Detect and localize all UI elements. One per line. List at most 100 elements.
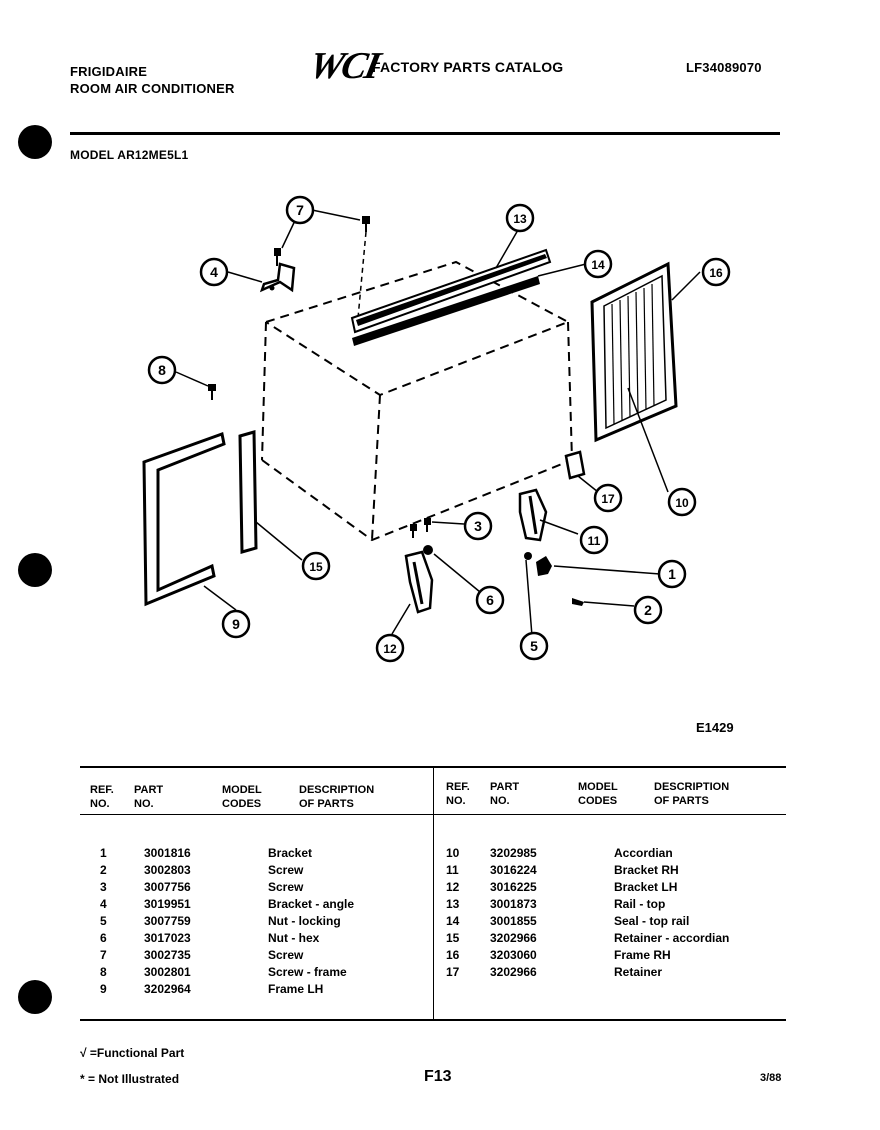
bracket-lh-part bbox=[404, 550, 434, 614]
callout-17: 17 bbox=[593, 483, 623, 513]
cell-desc: Bracket bbox=[268, 846, 313, 860]
callout-label: 16 bbox=[709, 266, 723, 280]
left-ref-header: REF.NO. bbox=[90, 784, 114, 810]
figure-id: E1429 bbox=[696, 720, 734, 735]
callout-label: 6 bbox=[486, 592, 494, 608]
bracket-rh-part bbox=[518, 488, 548, 542]
cell-ref: 1 bbox=[100, 846, 107, 860]
callout-4: 4 bbox=[199, 257, 229, 287]
callout-9: 9 bbox=[221, 609, 251, 639]
cell-ref: 4 bbox=[100, 897, 107, 911]
table-divider bbox=[433, 766, 434, 1020]
cell-desc: Screw bbox=[268, 880, 304, 894]
cell-ref: 3 bbox=[100, 880, 107, 894]
cell-part: 3007756 bbox=[144, 880, 191, 894]
callout-label: 7 bbox=[296, 202, 304, 218]
callout-label: 3 bbox=[474, 518, 482, 534]
cell-ref: 17 bbox=[446, 965, 460, 979]
callout-label: 4 bbox=[210, 264, 218, 280]
cell-desc: Bracket LH bbox=[614, 880, 678, 894]
cell-ref: 10 bbox=[446, 846, 460, 860]
cell-ref: 8 bbox=[100, 965, 107, 979]
cell-ref: 15 bbox=[446, 931, 460, 945]
cell-desc: Seal - top rail bbox=[614, 914, 690, 928]
cell-ref: 12 bbox=[446, 880, 460, 894]
table-bottom-rule bbox=[80, 1019, 786, 1021]
cell-part: 3001855 bbox=[490, 914, 537, 928]
callout-15: 15 bbox=[301, 551, 331, 581]
callout-label: 11 bbox=[588, 534, 601, 548]
wci-logo: WCI bbox=[305, 45, 383, 87]
callout-2: 2 bbox=[633, 595, 663, 625]
cell-ref: 5 bbox=[100, 914, 107, 928]
retainer-accordian-part bbox=[238, 430, 258, 554]
cell-part: 3019951 bbox=[144, 897, 191, 911]
seal-top-rail-part bbox=[352, 276, 540, 346]
catalog-code: LF34089070 bbox=[686, 60, 762, 75]
cell-part: 3017023 bbox=[144, 931, 191, 945]
leader-lines bbox=[175, 209, 701, 637]
accordian-part bbox=[611, 283, 655, 425]
cell-part: 3202964 bbox=[144, 982, 191, 996]
callout-3: 3 bbox=[463, 511, 493, 541]
retainer-part bbox=[564, 450, 586, 480]
cell-ref: 6 bbox=[100, 931, 107, 945]
callout-8: 8 bbox=[147, 355, 177, 385]
cell-desc: Screw - frame bbox=[268, 965, 347, 979]
cell-desc: Screw bbox=[268, 948, 304, 962]
cell-part: 3001873 bbox=[490, 897, 537, 911]
table-header-rule bbox=[80, 814, 786, 815]
binder-hole-bottom bbox=[18, 980, 52, 1014]
cell-part: 3016225 bbox=[490, 880, 537, 894]
right-ref-header: REF.NO. bbox=[446, 781, 470, 807]
callout-7: 7 bbox=[285, 195, 315, 225]
callout-5: 5 bbox=[519, 631, 549, 661]
cell-part: 3002735 bbox=[144, 948, 191, 962]
catalog-title: FACTORY PARTS CATALOG bbox=[372, 59, 564, 75]
cell-part: 3202985 bbox=[490, 846, 537, 860]
callout-label: 14 bbox=[591, 258, 605, 272]
binder-hole-middle bbox=[18, 553, 52, 587]
cell-desc: Frame LH bbox=[268, 982, 324, 996]
product-name: ROOM AIR CONDITIONER bbox=[70, 81, 235, 96]
callout-label: 12 bbox=[383, 642, 397, 656]
callout-label: 17 bbox=[601, 492, 615, 506]
cell-part: 3016224 bbox=[490, 863, 537, 877]
cell-desc: Nut - locking bbox=[268, 914, 341, 928]
callout-label: 10 bbox=[675, 496, 689, 510]
cell-desc: Bracket - angle bbox=[268, 897, 355, 911]
cell-part: 3001816 bbox=[144, 846, 191, 860]
screw-parts bbox=[208, 216, 584, 606]
callout-label: 2 bbox=[644, 602, 652, 618]
model-number: MODEL AR12ME5L1 bbox=[70, 148, 189, 162]
cell-desc: Accordian bbox=[614, 846, 673, 860]
cell-desc: Retainer bbox=[614, 965, 663, 979]
callout-12: 12 bbox=[375, 633, 405, 663]
callout-6: 6 bbox=[475, 585, 505, 615]
revision-date: 3/88 bbox=[760, 1072, 782, 1084]
functional-part-note: √ =Functional Part bbox=[80, 1046, 185, 1060]
bracket-angle-part bbox=[259, 262, 296, 293]
cell-part: 3203060 bbox=[490, 948, 537, 962]
cell-desc: Nut - hex bbox=[268, 931, 320, 945]
cell-ref: 16 bbox=[446, 948, 460, 962]
callout-1: 1 bbox=[657, 559, 687, 589]
frame-lh-part bbox=[142, 432, 226, 607]
callout-11: 11 bbox=[579, 525, 609, 555]
cell-desc: Bracket RH bbox=[614, 863, 679, 877]
cell-ref: 7 bbox=[100, 948, 107, 962]
cell-part: 3007759 bbox=[144, 914, 191, 928]
callout-label: 5 bbox=[530, 638, 538, 654]
callout-label: 9 bbox=[232, 616, 240, 632]
cell-desc: Frame RH bbox=[614, 948, 671, 962]
cell-part: 3002803 bbox=[144, 863, 191, 877]
not-illustrated-note: * = Not Illustrated bbox=[80, 1072, 180, 1086]
cell-ref: 13 bbox=[446, 897, 460, 911]
